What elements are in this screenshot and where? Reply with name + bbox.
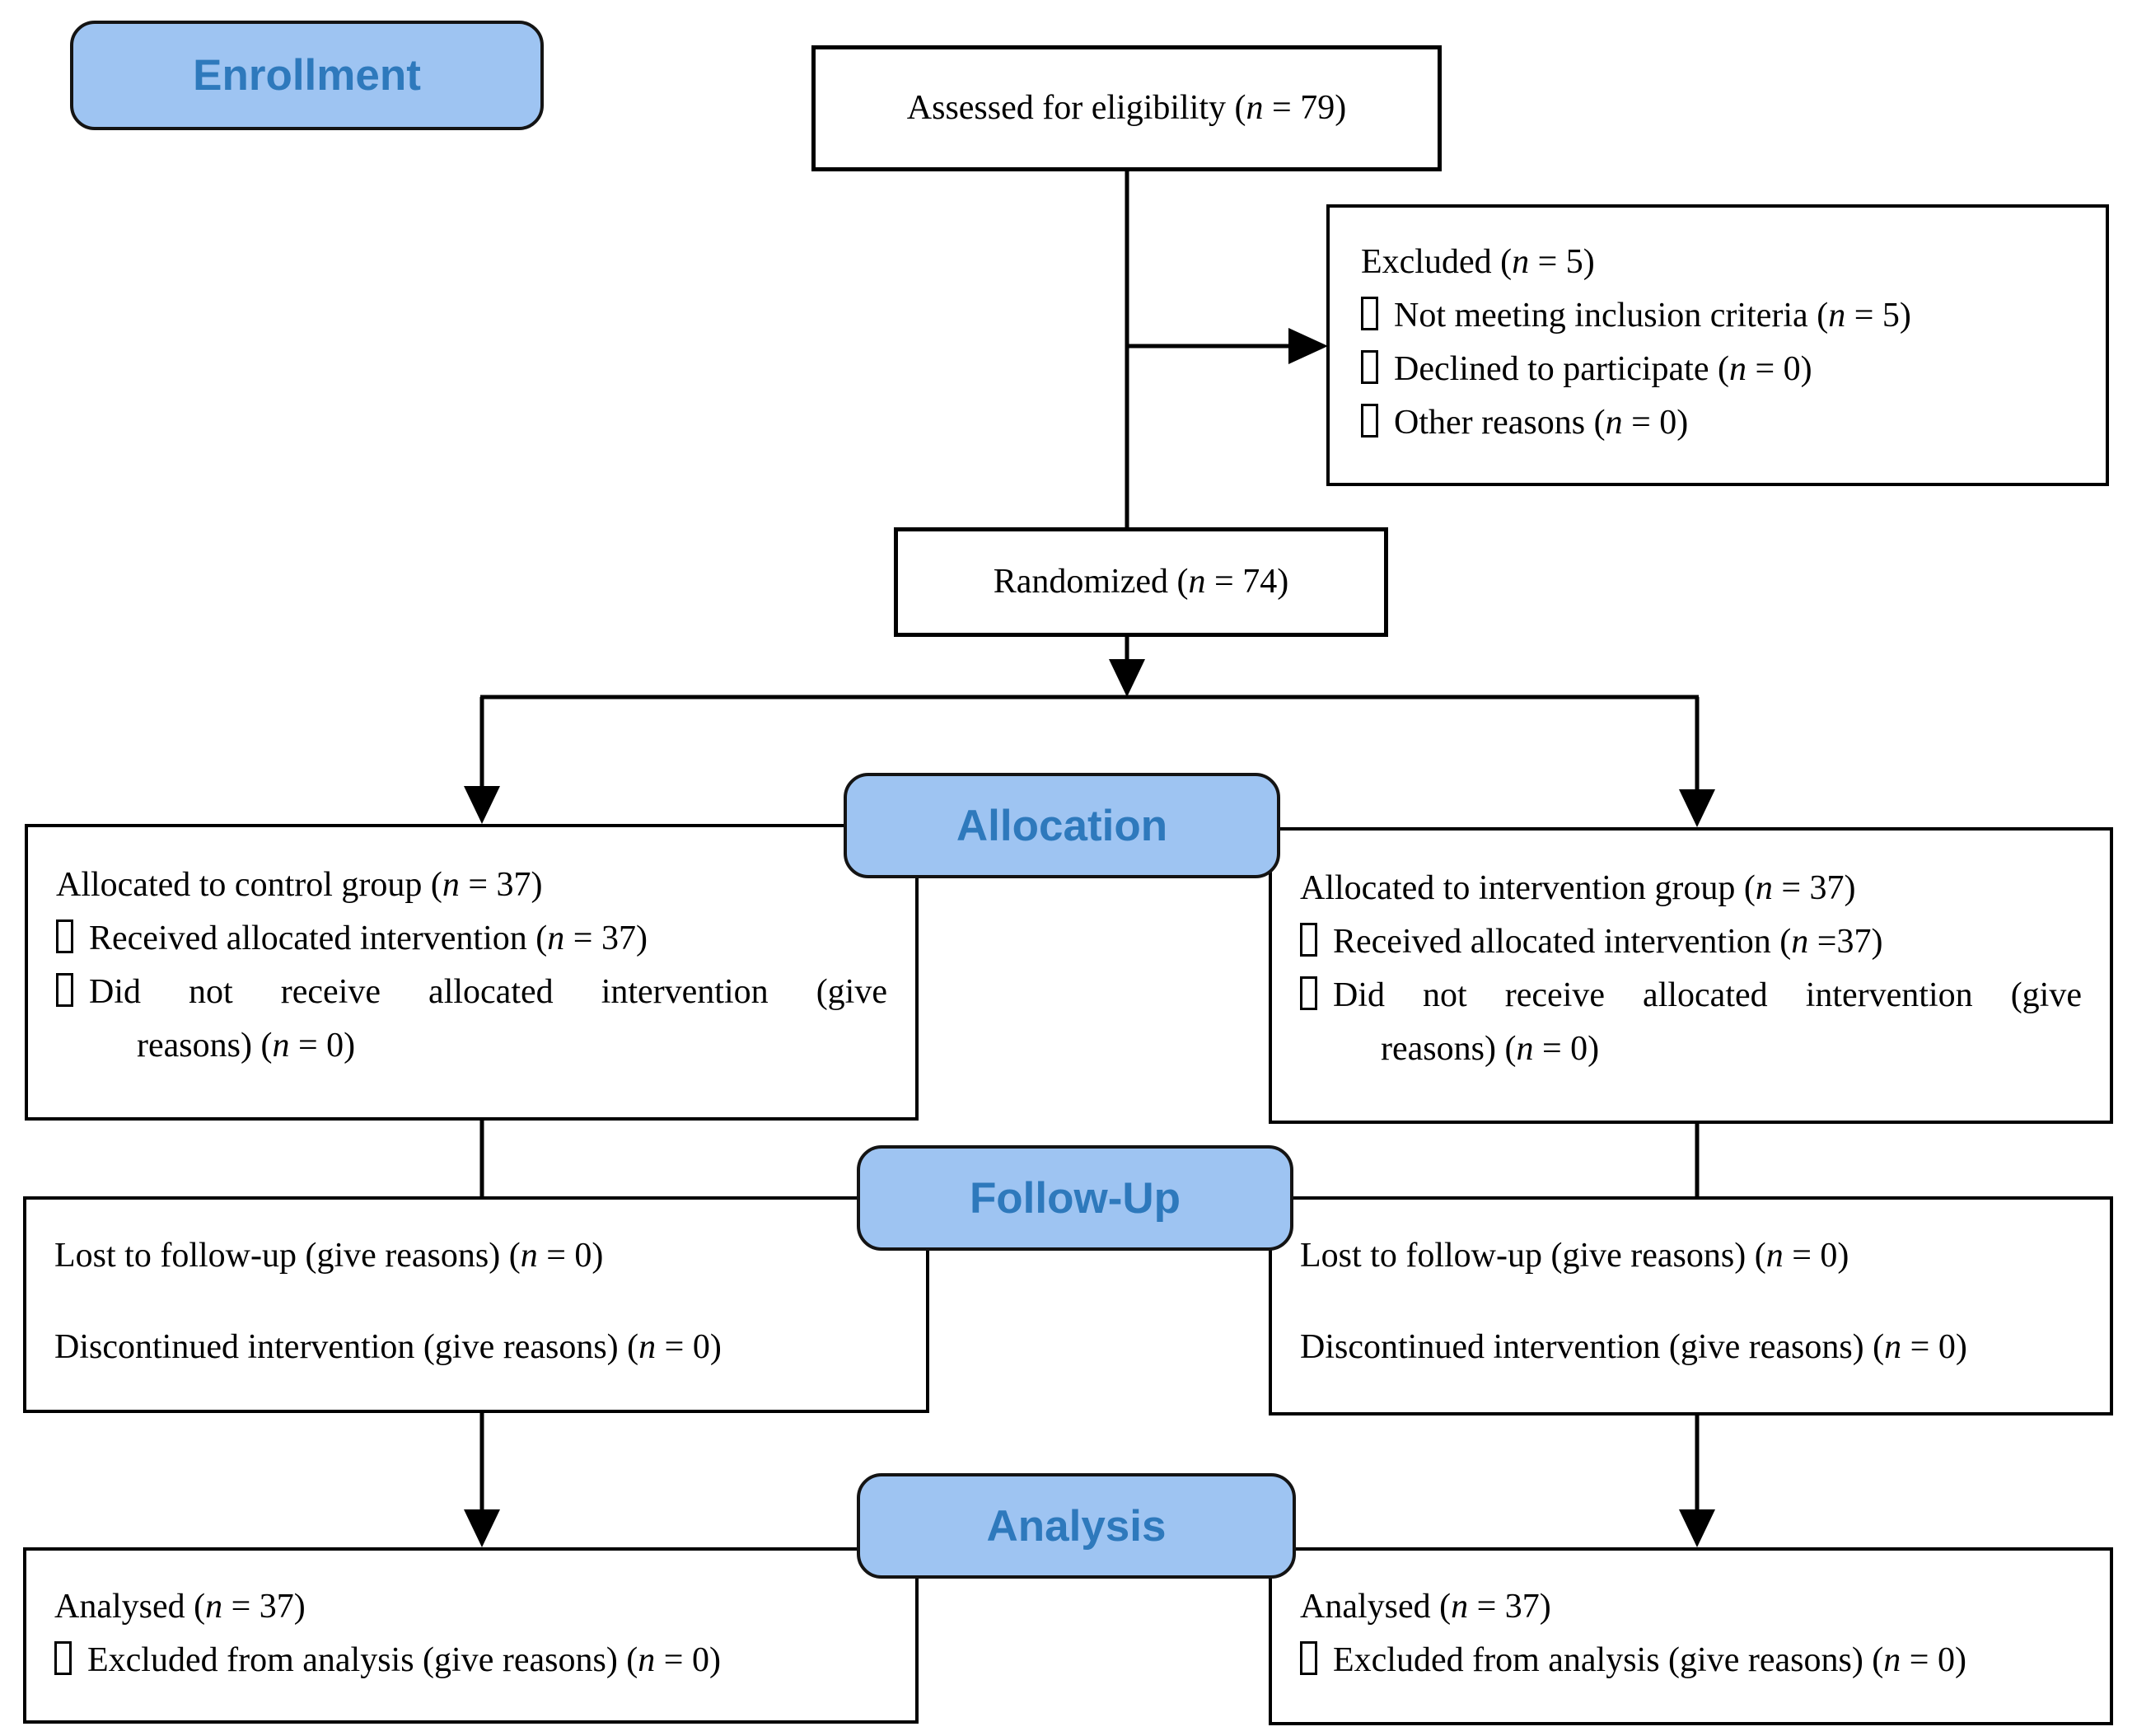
followup-intervention-lost: Lost to follow-up (give reasons) (n = 0) (1300, 1229, 2082, 1283)
arrowhead-control (464, 786, 500, 824)
followup-stage-label: Follow-Up (857, 1145, 1293, 1251)
excluded-item-text: Not meeting inclusion criteria (n = 5) (1394, 297, 1911, 335)
bullet-box-icon (1361, 404, 1378, 438)
analysis-stage-label-text: Analysis (986, 1501, 1167, 1551)
followup-control-discontinued-text: Discontinued intervention (give reasons)… (54, 1328, 722, 1366)
allocation-stage-label-text: Allocation (956, 801, 1168, 850)
analysis-control-title-text: Analysed (n = 37) (54, 1588, 306, 1626)
randomized-box: Randomized (n = 74) (894, 527, 1388, 637)
analysis-intervention-box: Analysed (n = 37) Excluded from analysis… (1269, 1547, 2113, 1725)
followup-intervention-lost-text: Lost to follow-up (give reasons) (n = 0) (1300, 1237, 1849, 1275)
analysis-intervention-title: Analysed (n = 37) (1300, 1580, 2082, 1634)
arrowhead-intervention (1679, 789, 1715, 827)
analysis-control-excluded-text: Excluded from analysis (give reasons) (n… (87, 1641, 721, 1679)
allocation-stage-label: Allocation (844, 773, 1280, 878)
excluded-item-text: Declined to participate (n = 0) (1394, 350, 1812, 388)
analysis-control-excluded: Excluded from analysis (give reasons) (n… (54, 1634, 887, 1687)
enrollment-stage-label-text: Enrollment (193, 51, 421, 100)
followup-intervention-discontinued: Discontinued intervention (give reasons)… (1300, 1321, 2082, 1374)
analysis-control-box: Analysed (n = 37) Excluded from analysis… (23, 1547, 919, 1724)
bullet-box-icon (54, 1641, 72, 1675)
followup-control-discontinued: Discontinued intervention (give reasons)… (54, 1321, 898, 1374)
analysis-intervention-title-text: Analysed (n = 37) (1300, 1588, 1551, 1626)
randomized-text: Randomized (n = 74) (993, 563, 1289, 601)
intervention-allocation-box: Allocated to intervention group (n = 37)… (1269, 827, 2113, 1124)
excluded-title-text: Excluded (n = 5) (1361, 243, 1595, 281)
followup-intervention-box: Lost to follow-up (give reasons) (n = 0)… (1269, 1196, 2113, 1415)
intervention-received-text: Received allocated intervention (n =37) (1333, 923, 1883, 961)
control-not-received-text1: Did not receive allocated intervention (… (89, 973, 887, 1011)
excluded-item: Not meeting inclusion criteria (n = 5) (1361, 289, 2074, 343)
bullet-box-icon (1361, 350, 1378, 384)
analysis-stage-label: Analysis (857, 1473, 1296, 1579)
control-received-item: Received allocated intervention (n = 37) (56, 912, 887, 966)
intervention-not-received-line1: Did not receive allocated intervention (… (1300, 969, 2082, 1022)
intervention-not-received-text1: Did not receive allocated intervention (… (1333, 976, 2082, 1014)
excluded-item: Other reasons (n = 0) (1361, 396, 2074, 450)
arrowhead-analysis-left (464, 1509, 500, 1547)
intervention-not-received-text2: reasons) (n = 0) (1381, 1030, 1600, 1068)
assessed-text: Assessed for eligibility (n = 79) (906, 89, 1347, 127)
control-not-received-line1: Did not receive allocated intervention (… (56, 966, 887, 1019)
followup-control-box: Lost to follow-up (give reasons) (n = 0)… (23, 1196, 929, 1413)
followup-intervention-discontinued-text: Discontinued intervention (give reasons)… (1300, 1328, 1967, 1366)
bullet-box-icon (1300, 923, 1317, 957)
enrollment-stage-label: Enrollment (70, 21, 544, 130)
analysis-intervention-excluded: Excluded from analysis (give reasons) (n… (1300, 1634, 2082, 1687)
arrowhead-analysis-right (1679, 1509, 1715, 1547)
analysis-intervention-excluded-text: Excluded from analysis (give reasons) (n… (1333, 1641, 1966, 1679)
control-not-received-text2: reasons) (n = 0) (137, 1027, 356, 1065)
intervention-not-received-line2: reasons) (n = 0) (1300, 1022, 2082, 1076)
bullet-box-icon (56, 919, 73, 953)
followup-control-lost-text: Lost to follow-up (give reasons) (n = 0) (54, 1237, 604, 1275)
control-title: Allocated to control group (n = 37) (56, 859, 887, 912)
control-allocation-box: Allocated to control group (n = 37) Rece… (25, 824, 919, 1121)
bullet-box-icon (1300, 976, 1317, 1010)
excluded-title: Excluded (n = 5) (1361, 236, 2074, 289)
bullet-box-icon (1361, 297, 1378, 330)
intervention-received-item: Received allocated intervention (n =37) (1300, 915, 2082, 969)
control-received-text: Received allocated intervention (n = 37) (89, 919, 648, 957)
control-not-received-line2: reasons) (n = 0) (56, 1019, 887, 1073)
control-title-text: Allocated to control group (n = 37) (56, 866, 543, 904)
intervention-title: Allocated to intervention group (n = 37) (1300, 862, 2082, 915)
assessed-box: Assessed for eligibility (n = 79) (811, 45, 1442, 171)
excluded-item-text: Other reasons (n = 0) (1394, 404, 1689, 442)
followup-stage-label-text: Follow-Up (969, 1173, 1181, 1223)
bullet-box-icon (1300, 1641, 1317, 1675)
excluded-box: Excluded (n = 5) Not meeting inclusion c… (1326, 204, 2109, 486)
arrowhead-excluded (1288, 328, 1328, 364)
analysis-control-title: Analysed (n = 37) (54, 1580, 887, 1634)
followup-control-lost: Lost to follow-up (give reasons) (n = 0) (54, 1229, 898, 1283)
arrowhead-branch (1109, 659, 1145, 697)
excluded-item: Declined to participate (n = 0) (1361, 343, 2074, 396)
intervention-title-text: Allocated to intervention group (n = 37) (1300, 869, 1856, 907)
bullet-box-icon (56, 973, 73, 1007)
